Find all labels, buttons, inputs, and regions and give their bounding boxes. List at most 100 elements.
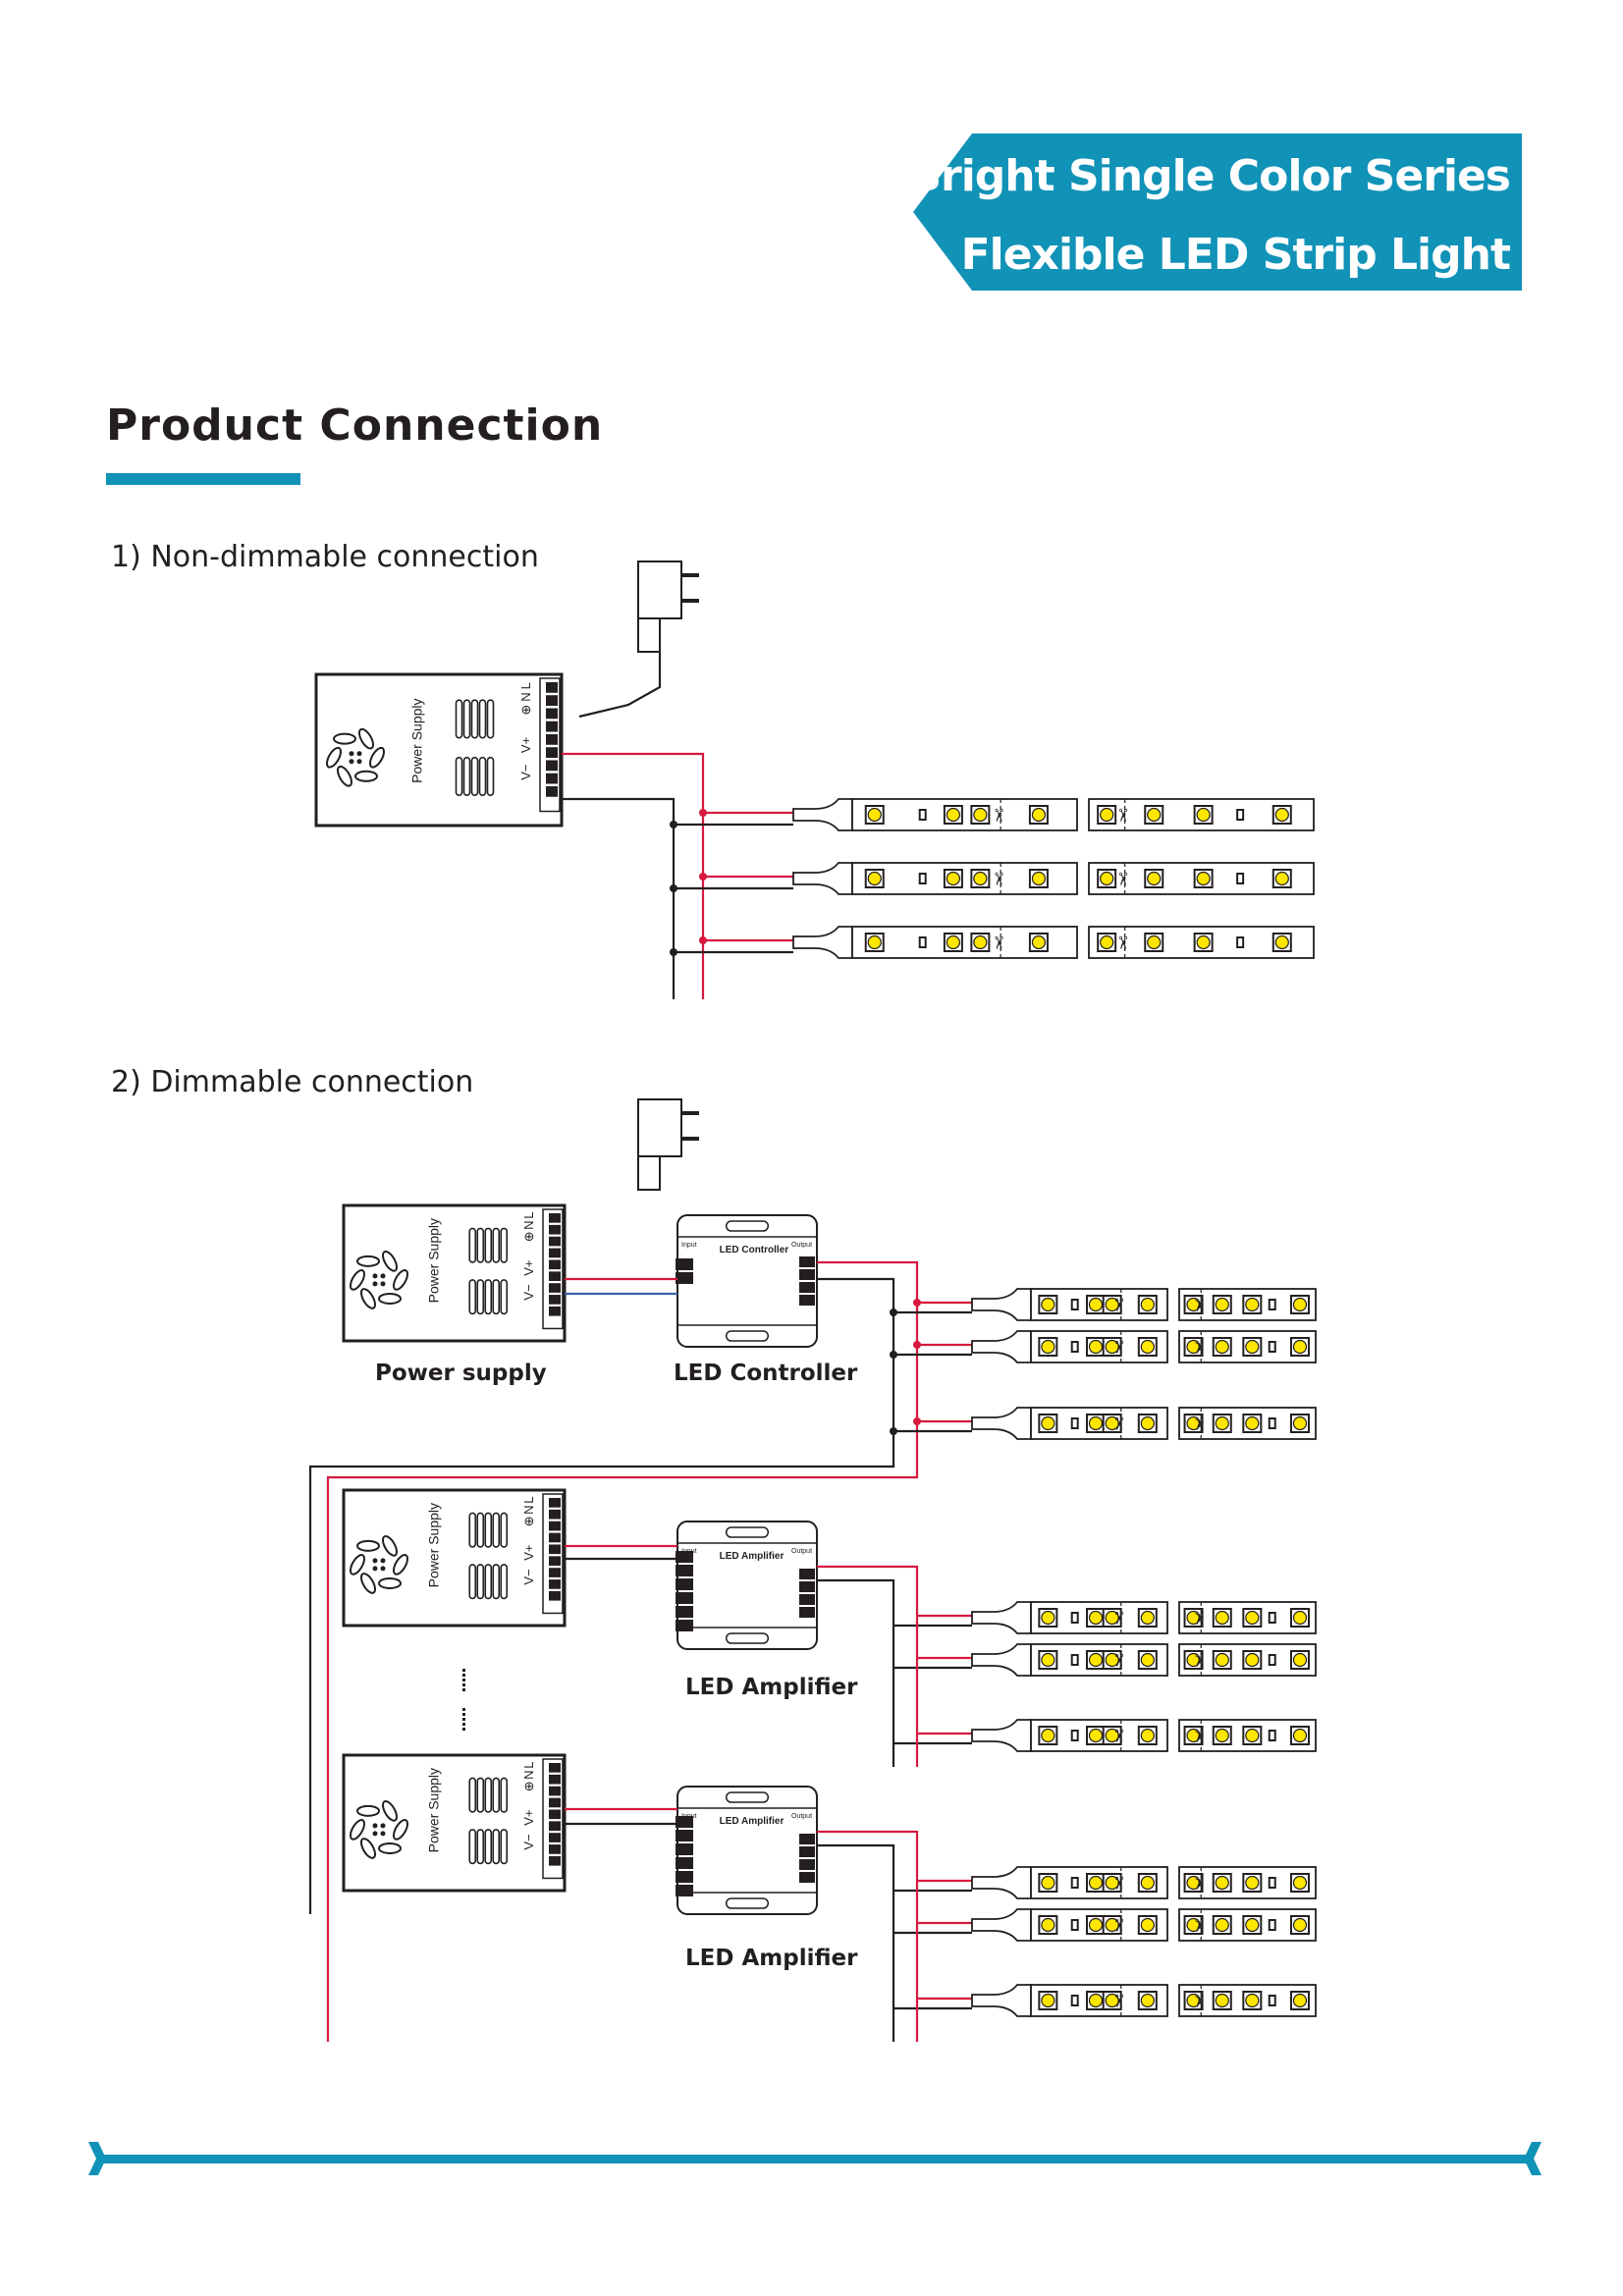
terminal-screw [549,1797,561,1808]
scissors-icon: ✂ [1109,1416,1129,1431]
output-terminal [799,1859,815,1870]
resistor [1268,1877,1276,1889]
led-icon [1105,1297,1119,1312]
wire-amp1-pos [817,1565,919,1767]
led-icon [1215,1415,1229,1431]
wire-amp1-neg [817,1578,895,1767]
output-terminal [799,1282,815,1293]
mount-slot [725,1330,770,1342]
vent-slot [468,1512,477,1548]
vent-icon [382,1250,398,1272]
junction-dot [890,1308,897,1316]
power-supply-body [342,1488,567,1628]
mount-slot [725,1632,770,1644]
led-icon [1088,1652,1104,1668]
vent-icon [380,1823,386,1829]
vent-slot [492,1227,501,1263]
terminal-screw [549,1833,561,1842]
led-icon [1105,1610,1119,1626]
led-icon [1041,1610,1055,1626]
resistor [1268,1612,1276,1624]
vent-slot [476,1777,485,1813]
terminal-screw [549,1521,561,1531]
output-terminal [799,1872,815,1883]
terminal-label: L [521,1212,536,1219]
terminal-label: N [518,692,533,701]
strip-connector [971,1288,1032,1321]
terminal-screw [549,1213,561,1223]
resistor [1070,1612,1079,1624]
led-amplifier-2 [676,1786,818,1915]
vent-icon [380,1558,386,1564]
led-icon [1245,1993,1260,2008]
strip-connector [792,862,853,895]
vent-icon [356,759,362,765]
strip-connector [792,926,853,959]
led-icon [1088,1993,1104,2008]
vent-icon [360,1838,376,1859]
led-icon [1215,1297,1229,1312]
scissors-icon: ✂ [989,935,1008,950]
output-label: Output [791,1548,812,1555]
led-icon [1292,1297,1308,1312]
ac-plug-2 [637,1098,699,1191]
junction-dot [913,1417,921,1425]
led-icon [1140,1917,1155,1933]
led-icon [1215,1917,1229,1933]
led-icon [973,807,988,823]
resistor [1070,1919,1079,1931]
terminal-screw [549,1568,561,1577]
led-icon [867,807,882,823]
vent-icon [393,1819,408,1841]
led-icon [1186,1728,1201,1743]
ellipsis-dot [462,1688,465,1691]
resistor [1236,936,1245,948]
led-icon [1196,934,1211,950]
vent-icon [382,1799,398,1822]
wire-ctrl-neg-bus [308,1277,895,1914]
led-strip-d2a-1 [971,1288,1317,1321]
terminal-label: V− [521,1284,536,1300]
vent-slot [492,1777,501,1813]
caption-led-amplifier-2: LED Amplifier [685,1946,858,1971]
led-icon [1186,1993,1201,2008]
vent-icon [358,727,374,750]
led-icon [1147,934,1162,950]
led-icon [1186,1652,1201,1668]
junction-dot [699,809,707,817]
terminal-screw [546,747,558,758]
led-icon [1105,1917,1119,1933]
terminal-screw [549,1774,561,1785]
banner-shape [913,133,1522,291]
banner-line-2: Flexible LED Strip Light [960,230,1511,280]
vent-icon [393,1554,408,1575]
vent-slot [476,1829,485,1865]
vent-icon [393,1269,408,1291]
output-terminal [799,1834,815,1844]
led-icon [1088,1610,1104,1626]
terminal-label: V− [521,1834,536,1849]
led-icon [1292,1917,1308,1933]
led-icon [1140,1610,1155,1626]
plug-neck [637,617,661,653]
led-strip-d2a-3 [971,1407,1317,1440]
input-terminal [676,1830,693,1842]
junction-dot [913,1299,921,1307]
led-strip-d1-2 [792,862,1315,895]
terminal-label: L [518,682,533,689]
strip-connector [971,1719,1032,1752]
footer-rule [88,2142,1542,2175]
terminal-screw [549,1556,561,1566]
output-terminal [799,1581,815,1592]
ellipsis-dot [462,1679,465,1682]
vent-slot [492,1564,501,1600]
led-icon [1196,807,1211,823]
resistor [918,873,927,884]
junction-dot [890,1427,897,1435]
vent-icon [356,1255,380,1267]
led-icon [1245,1917,1260,1933]
input-terminal [676,1578,693,1590]
led-icon [1041,1415,1055,1431]
vent-slot [468,1777,477,1813]
resistor [1268,1299,1276,1310]
